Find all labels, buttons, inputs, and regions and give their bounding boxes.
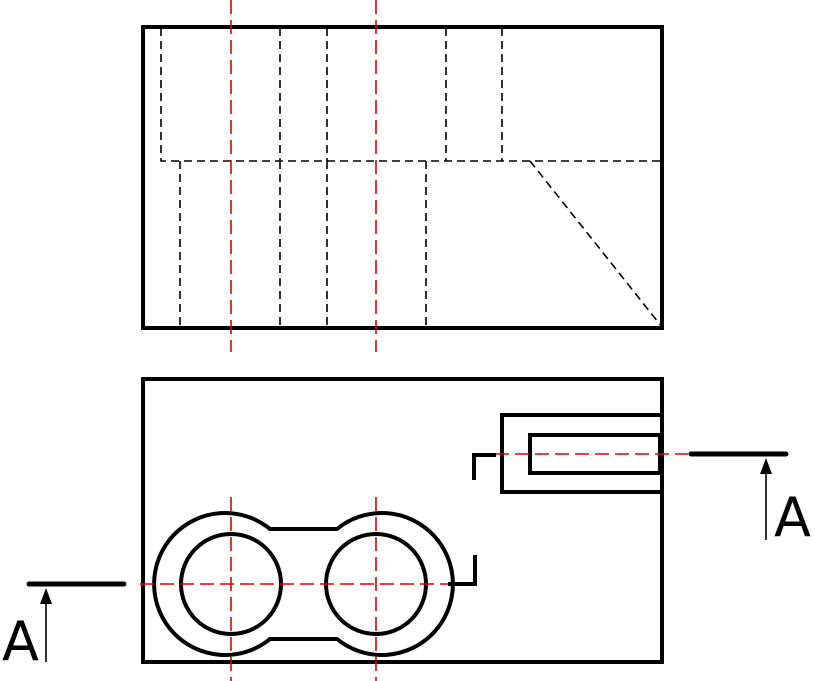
section-label-left: A (2, 610, 39, 673)
section-step-lower (448, 555, 477, 586)
section-mark-right: A (688, 451, 811, 549)
section-step-upper (472, 453, 496, 480)
section-plane (448, 453, 496, 586)
front-view-outline (141, 377, 664, 664)
top-view-outline (141, 25, 664, 330)
arrow-up-icon (40, 588, 52, 604)
front-view (140, 377, 688, 681)
hidden-upper-step (160, 28, 662, 162)
top-view (141, 0, 664, 352)
arrow-up-icon (760, 458, 772, 474)
section-mark-left: A (2, 581, 127, 673)
boss-outline (152, 511, 455, 657)
section-label-right: A (774, 486, 811, 549)
hidden-diagonal (529, 160, 663, 328)
front-view-center-lines (140, 453, 688, 681)
top-view-center-lines (230, 0, 377, 352)
top-view-hidden-lines (160, 28, 663, 328)
